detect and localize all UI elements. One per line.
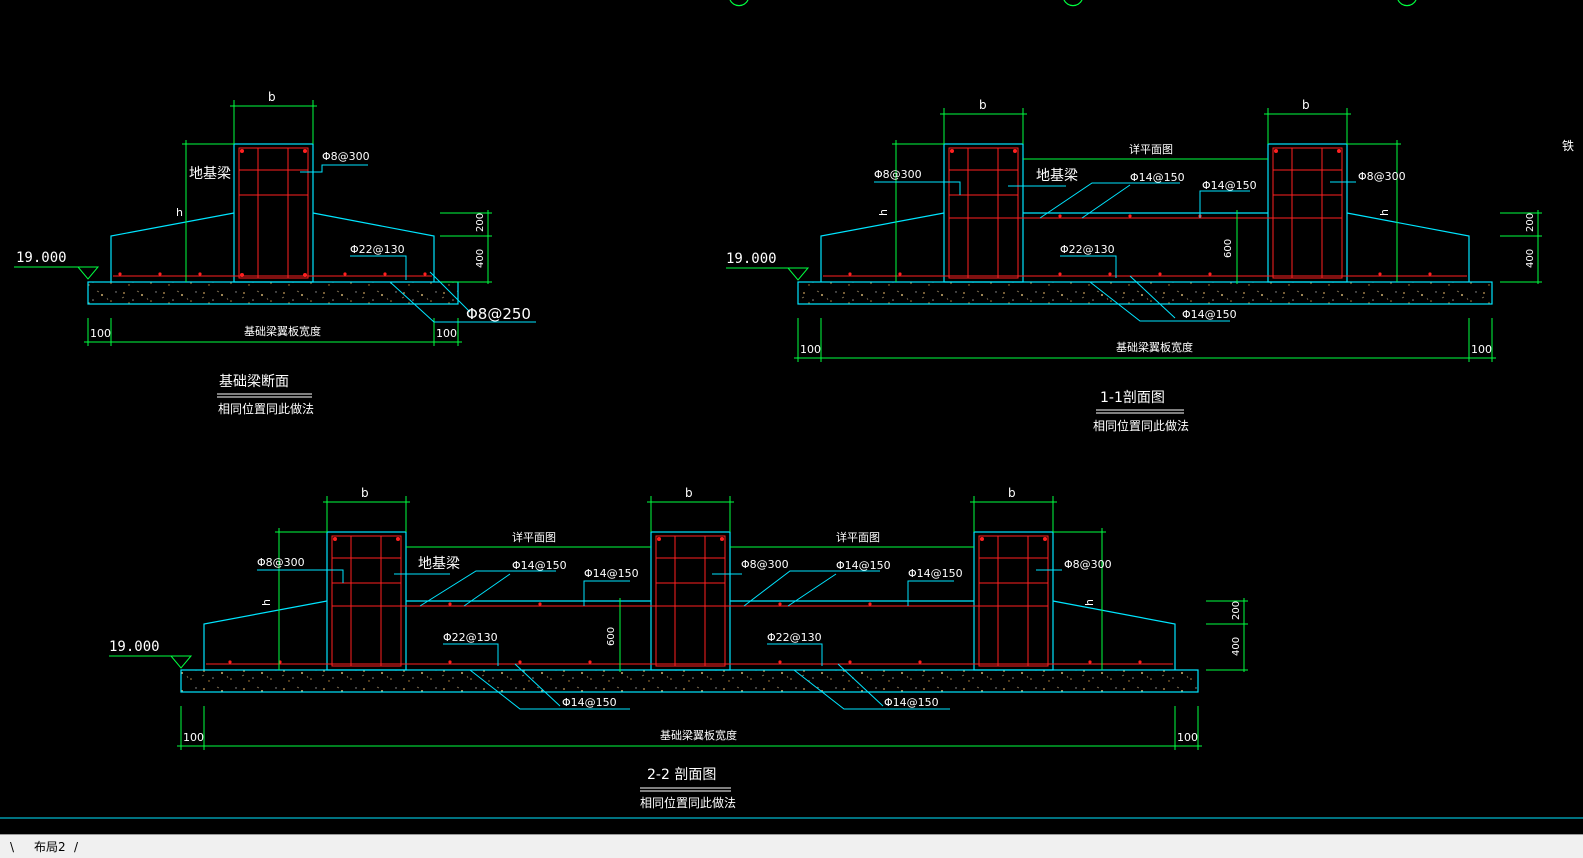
section-c: 19.000 b b b 详平面图 详平面图 h h 600 200 400 1… [109, 486, 1248, 810]
dist-bar-label-c-3: Φ14@150 [836, 559, 891, 572]
b-label-c-right: b [1008, 486, 1016, 500]
section-a-note: 相同位置同此做法 [218, 401, 314, 416]
section-b-note: 相同位置同此做法 [1093, 418, 1189, 433]
section-a: 19.000 b h 200 400 100 100 基础梁翼板宽度 Φ8@30… [14, 90, 536, 416]
elevation-label-a: 19.000 [16, 250, 67, 266]
elevation-label-b: 19.000 [726, 251, 777, 267]
dist-bar-label-b-2: Φ14@150 [1202, 179, 1257, 192]
stirrup-label-c-3: Φ8@300 [1064, 558, 1112, 571]
footing-outline-b [820, 212, 945, 282]
bottom-bar-label-b: Φ22@130 [1060, 243, 1115, 256]
beam-outline-b-right [1267, 143, 1348, 283]
h-label-c-right: h [1083, 599, 1096, 606]
h-label-b-left: h [877, 209, 890, 216]
plan-note-c-2: 详平面图 [836, 530, 880, 544]
section-c-note: 相同位置同此做法 [640, 795, 736, 810]
h-label-a: h [176, 206, 183, 219]
b-label-c-mid: b [685, 486, 693, 500]
beam-name-b: 地基梁 [1036, 167, 1078, 184]
b-label-b-left: b [979, 98, 987, 112]
dimensions-b [794, 108, 1542, 362]
slab-b [797, 281, 1493, 305]
beam-outline-c-right [973, 531, 1054, 671]
dim-400-a: 400 [475, 249, 486, 268]
stirrup-label-c-2: Φ8@300 [741, 558, 789, 571]
beam-outline-a [233, 143, 314, 283]
dim-100-left-a: 100 [90, 327, 111, 340]
beam-outline-b-left [943, 143, 1024, 283]
dist-bar-label-b-1: Φ14@150 [1130, 171, 1185, 184]
dim-100-left-b: 100 [800, 343, 821, 356]
b-label-b-right: b [1302, 98, 1310, 112]
section-c-title: 2-2 剖面图 [647, 767, 716, 783]
rebar-c [206, 535, 1173, 667]
dist-bar-label-c-6: Φ14@150 [884, 696, 939, 709]
footing-outline-a [110, 212, 235, 282]
dist-bar-label-c-1: Φ14@150 [512, 559, 567, 572]
h-label-b-right: h [1378, 209, 1391, 216]
dim-400-c: 400 [1231, 637, 1242, 656]
width-note-c: 基础梁翼板宽度 [660, 728, 737, 742]
bottom-bar-label-c-2: Φ22@130 [767, 631, 822, 644]
width-note-a: 基础梁翼板宽度 [244, 324, 321, 338]
dim-200-b: 200 [1525, 213, 1536, 232]
beam-name-a: 地基梁 [189, 165, 231, 182]
stirrup-label-c-1: Φ8@300 [257, 556, 305, 569]
dist-bar-label-b-3: Φ14@150 [1182, 308, 1237, 321]
width-note-b: 基础梁翼板宽度 [1116, 340, 1193, 354]
h-label-c-left: h [260, 599, 273, 606]
extra-bar-label-a: Φ8@250 [466, 305, 531, 323]
dim-600-b: 600 [1223, 239, 1234, 258]
stirrup-label-b-right: Φ8@300 [1358, 170, 1406, 183]
b-label-c-left: b [361, 486, 369, 500]
b-label-a: b [268, 90, 276, 104]
bottom-bar-label-c-1: Φ22@130 [443, 631, 498, 644]
plan-note-c-1: 详平面图 [512, 530, 556, 544]
dim-100-right-c: 100 [1177, 731, 1198, 744]
slab-c [180, 669, 1199, 693]
beam-name-c: 地基梁 [418, 555, 460, 572]
beam-outline-c-left [326, 531, 407, 671]
plan-note-b: 详平面图 [1129, 142, 1173, 156]
dim-600-c: 600 [606, 627, 617, 646]
section-b-title: 1-1剖面图 [1100, 390, 1165, 406]
tab-model[interactable]: \ [10, 840, 15, 854]
dimensions-c [177, 496, 1248, 750]
stirrup-label-a: Φ8@300 [322, 150, 370, 163]
elevation-label-c: 19.000 [109, 639, 160, 655]
beam-outline-c-mid [650, 531, 731, 671]
footing-outline-c [203, 600, 328, 670]
dim-200-a: 200 [475, 213, 486, 232]
layout-tab-bar: \ 布局2 / [0, 834, 1583, 858]
section-a-title: 基础梁断面 [219, 373, 289, 390]
dim-100-right-b: 100 [1471, 343, 1492, 356]
dist-bar-label-c-4: Φ14@150 [908, 567, 963, 580]
dim-100-left-c: 100 [183, 731, 204, 744]
bottom-bar-label-a: Φ22@130 [350, 243, 405, 256]
rebar-b [823, 147, 1467, 279]
dim-400-b: 400 [1525, 249, 1536, 268]
cad-drawing-canvas[interactable]: 19.000 b h 200 400 100 100 基础梁翼板宽度 Φ8@30… [0, 0, 1583, 834]
stirrup-label-b-left: Φ8@300 [874, 168, 922, 181]
section-b: 19.000 b b 详平面图 h h 600 200 400 100 100 … [726, 98, 1574, 433]
dim-200-c: 200 [1231, 601, 1242, 620]
dist-bar-label-c-2: Φ14@150 [584, 567, 639, 580]
dist-bar-label-c-5: Φ14@150 [562, 696, 617, 709]
rebar-a [113, 147, 432, 279]
dimensions-a [84, 100, 492, 346]
tab-layout2[interactable]: 布局2 [34, 840, 66, 854]
dim-100-right-a: 100 [436, 327, 457, 340]
svg-text:铁: 铁 [1562, 139, 1574, 153]
tab-separator: / [74, 840, 79, 854]
